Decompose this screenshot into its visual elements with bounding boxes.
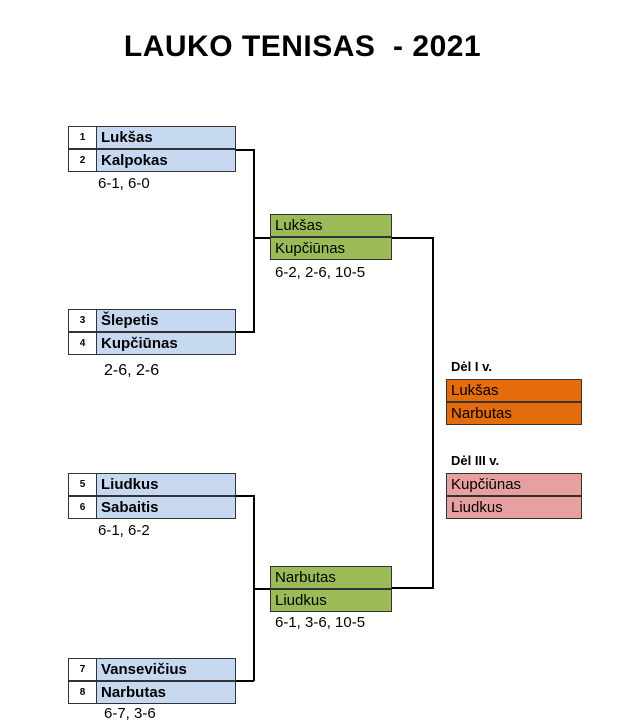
- player-box-7: 7 Vansevičius: [68, 658, 236, 681]
- player-box-1: 1 Lukšas: [68, 126, 236, 149]
- semifinal-2-player-2: Liudkus: [270, 589, 392, 612]
- seed-number: 3: [69, 310, 97, 331]
- bracket-connector: [236, 149, 254, 151]
- bracket-connector: [254, 588, 270, 590]
- player-name: Kupčiūnas: [97, 333, 235, 354]
- semifinal-score: 6-2, 2-6, 10-5: [275, 264, 366, 281]
- bracket-connector: [236, 495, 254, 497]
- match-score: 2-6, 2-6: [104, 362, 160, 379]
- player-box-6: 6 Sabaitis: [68, 496, 236, 519]
- player-name: Narbutas: [97, 682, 235, 703]
- seed-number: 8: [69, 682, 97, 703]
- bracket-connector: [253, 149, 255, 333]
- player-box-2: 2 Kalpokas: [68, 149, 236, 172]
- player-box-4: 4 Kupčiūnas: [68, 332, 236, 355]
- final-player-1: Lukšas: [446, 379, 582, 402]
- player-box-3: 3 Šlepetis: [68, 309, 236, 332]
- seed-number: 5: [69, 474, 97, 495]
- player-name: Lukšas: [97, 127, 235, 148]
- bracket-connector: [236, 331, 254, 333]
- semifinal-1-player-2: Kupčiūnas: [270, 237, 392, 260]
- bracket-connector: [392, 237, 434, 239]
- bracket-connector: [254, 237, 270, 239]
- final-player-2: Narbutas: [446, 402, 582, 425]
- seed-number: 1: [69, 127, 97, 148]
- semifinal-2-player-1: Narbutas: [270, 566, 392, 589]
- seed-number: 4: [69, 333, 97, 354]
- seed-number: 7: [69, 659, 97, 680]
- match-score: 6-1, 6-0: [98, 175, 150, 192]
- player-name: Sabaitis: [97, 497, 235, 518]
- player-box-5: 5 Liudkus: [68, 473, 236, 496]
- match-score: 6-7, 3-6: [104, 705, 156, 722]
- bracket-connector: [236, 680, 254, 682]
- player-name: Liudkus: [97, 474, 235, 495]
- player-name: Kalpokas: [97, 150, 235, 171]
- page-title: LAUKO TENISAS - 2021: [123, 30, 482, 63]
- third-place-player-1: Kupčiūnas: [446, 473, 582, 496]
- match-score: 6-1, 6-2: [98, 522, 150, 539]
- player-box-8: 8 Narbutas: [68, 681, 236, 704]
- final-label: Dėl I v.: [451, 359, 492, 374]
- bracket-connector: [432, 237, 434, 589]
- player-name: Šlepetis: [97, 310, 235, 331]
- seed-number: 6: [69, 497, 97, 518]
- semifinal-score: 6-1, 3-6, 10-5: [275, 614, 366, 631]
- bracket-connector: [392, 587, 434, 589]
- seed-number: 2: [69, 150, 97, 171]
- player-name: Vansevičius: [97, 659, 235, 680]
- third-place-player-2: Liudkus: [446, 496, 582, 519]
- semifinal-1-player-1: Lukšas: [270, 214, 392, 237]
- third-place-label: Dėl III v.: [451, 453, 500, 468]
